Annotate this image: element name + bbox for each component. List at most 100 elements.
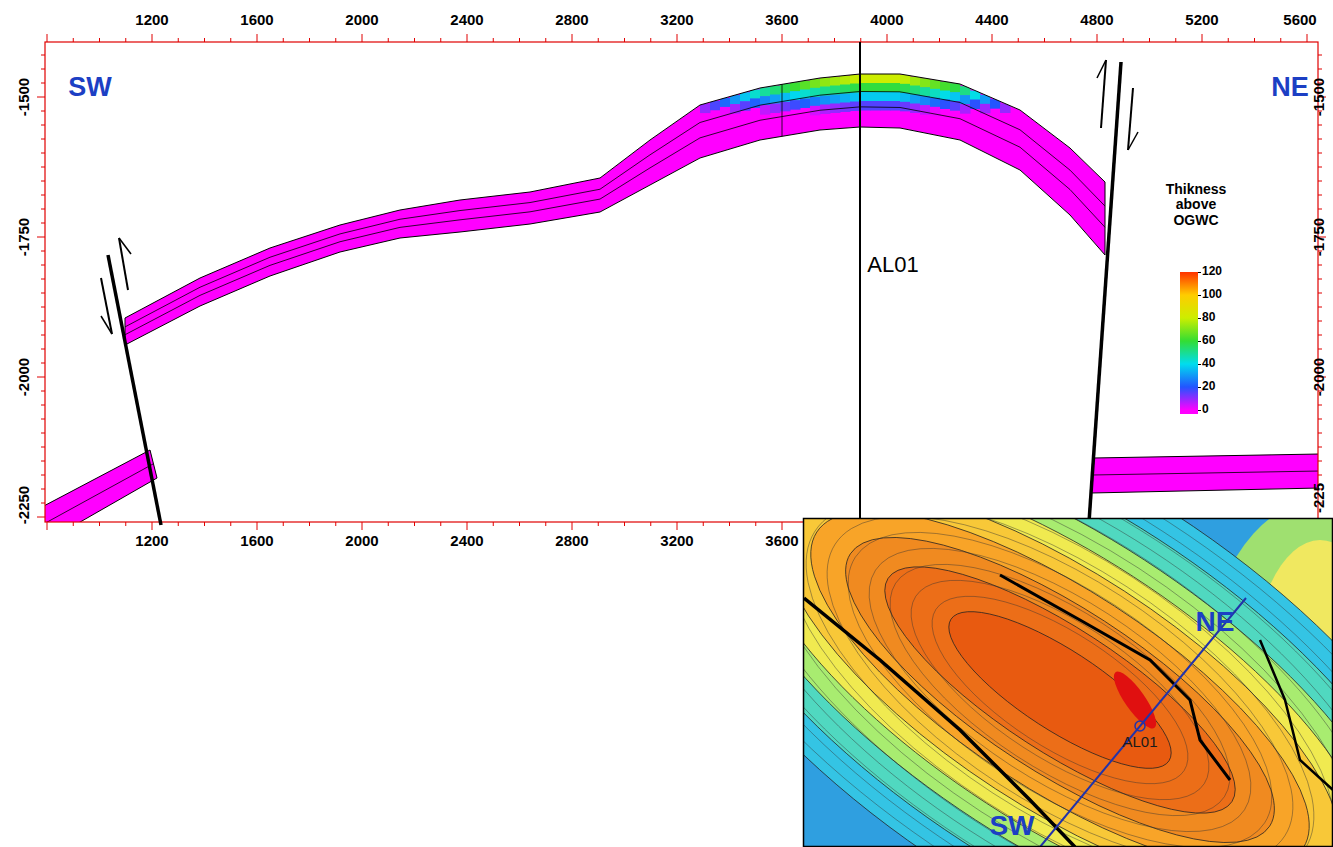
axis-label: 3600 — [765, 533, 798, 550]
legend-title: Thikness above OGWC — [1157, 182, 1235, 228]
axis-label: 2800 — [555, 12, 588, 29]
axis-label: 4800 — [1080, 12, 1113, 29]
thickness-cell — [930, 89, 941, 99]
thickness-cell — [950, 83, 961, 93]
axis-label: 2400 — [450, 12, 483, 29]
thickness-cell — [840, 76, 851, 86]
fault-lines — [101, 60, 1138, 525]
axis-label: 2400 — [450, 533, 483, 550]
thickness-cell — [880, 74, 891, 84]
thickness-cell — [930, 98, 941, 108]
thickness-cell — [890, 92, 901, 102]
axis-ticks — [37, 34, 1326, 530]
well-label: AL01 — [1122, 734, 1157, 751]
thickness-cell — [760, 87, 771, 97]
fault-line — [119, 238, 128, 290]
thickness-cell — [890, 101, 901, 111]
direction-label: SW — [989, 811, 1034, 842]
thickness-cell — [880, 92, 891, 102]
colorbar-swatch — [1180, 341, 1198, 364]
thickness-cell — [940, 100, 951, 110]
axis-label: 3600 — [765, 12, 798, 29]
reservoir-section — [45, 42, 1318, 522]
axis-label: 5600 — [1283, 12, 1316, 29]
colorbar-swatch — [1180, 318, 1198, 341]
thickness-cell — [830, 95, 841, 105]
thickness-cell — [900, 75, 911, 85]
thickness-cell — [870, 101, 881, 111]
thickness-cell — [950, 92, 961, 102]
thickness-cell — [770, 86, 781, 96]
thickness-cell — [810, 97, 821, 107]
axis-label: 2000 — [345, 12, 378, 29]
colorbar-swatch — [1180, 272, 1198, 295]
axis-label: 1200 — [135, 12, 168, 29]
axis-label: 1600 — [240, 12, 273, 29]
thickness-cell — [940, 82, 951, 92]
well-line — [859, 42, 861, 522]
thickness-cell — [890, 74, 901, 84]
thickness-cell — [880, 101, 891, 111]
axis-label: -2250 — [16, 486, 33, 524]
thickness-cell — [820, 78, 831, 88]
layer-line — [125, 74, 1105, 318]
colorbar-value: 100 — [1202, 288, 1222, 301]
thickness-cell — [800, 99, 811, 109]
thickness-cell — [870, 92, 881, 102]
inset-map — [551, 258, 1333, 847]
thickness-cell — [870, 74, 881, 84]
mask — [580, 127, 1110, 300]
thickness-cell — [810, 79, 821, 89]
axis-label: 2800 — [555, 533, 588, 550]
fault-line — [119, 238, 131, 254]
fault-line — [1097, 60, 1106, 78]
layer-line — [125, 91, 1105, 326]
axis-label: -1750 — [16, 218, 33, 256]
fault-block — [45, 450, 157, 522]
fault-line — [1128, 88, 1133, 150]
colorbar-swatch — [1180, 387, 1198, 410]
thickness-cell — [910, 104, 921, 114]
thickness-cell — [790, 82, 801, 92]
thickness-cell — [840, 94, 851, 104]
fault-block — [1091, 454, 1318, 493]
colorbar-value: 0 — [1202, 403, 1209, 416]
thickness-cell — [910, 77, 921, 87]
axis-label: 1200 — [135, 533, 168, 550]
thickness-cell — [920, 78, 931, 88]
fault-line — [1089, 62, 1121, 522]
axis-label: -225 — [1311, 483, 1328, 513]
thickness-cell — [860, 101, 871, 111]
axis-label: 4400 — [975, 12, 1008, 29]
thickness-cell — [800, 81, 811, 91]
axis-label: -2000 — [1311, 358, 1328, 396]
colorbar-value: 60 — [1202, 334, 1215, 347]
thickness-cell — [860, 83, 871, 93]
thickness-cell — [790, 100, 801, 110]
axis-label: 3200 — [660, 533, 693, 550]
thickness-cell — [850, 102, 861, 112]
fault-line — [108, 255, 161, 525]
thickness-cell — [860, 74, 871, 84]
direction-label: NE — [1196, 607, 1235, 638]
colorbar-value: 20 — [1202, 380, 1215, 393]
layer-line — [125, 127, 1105, 345]
inset-frame — [804, 519, 1333, 847]
axis-label: 1600 — [240, 533, 273, 550]
thickness-cell — [870, 83, 881, 93]
fault-line — [101, 278, 112, 334]
axis-label: -1500 — [16, 78, 33, 116]
thickness-cell — [880, 83, 891, 93]
thickness-cell — [960, 104, 971, 114]
thickness-cell — [820, 96, 831, 106]
fault-line — [1128, 132, 1138, 150]
direction-label: SW — [68, 73, 112, 103]
axis-label: 3200 — [660, 12, 693, 29]
axis-label: -1750 — [1311, 218, 1328, 256]
colorbar-swatch — [1180, 410, 1198, 414]
thickness-cell — [850, 75, 861, 85]
colorbar-value: 120 — [1202, 265, 1222, 278]
thickness-cell — [780, 84, 791, 94]
